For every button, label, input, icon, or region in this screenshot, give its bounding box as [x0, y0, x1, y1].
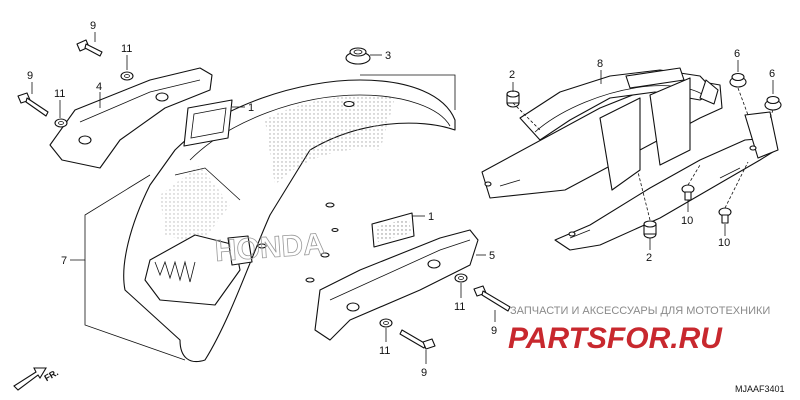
callout-9: 9: [27, 70, 33, 82]
callout-2: 2: [646, 252, 652, 264]
callout-9: 9: [491, 325, 497, 337]
bolt-bottom: [399, 329, 436, 350]
callout-5: 5: [489, 250, 495, 262]
fender-emblem-text: HONDA: [214, 228, 326, 269]
leader-lines: [31, 32, 774, 364]
watermark-tagline: ЗАПЧАСТИ И АКСЕССУАРЫ ДЛЯ МОТОТЕХНИКИ: [510, 305, 770, 317]
grommet-right: [764, 95, 782, 111]
callout-10: 10: [718, 237, 730, 249]
reflector-upper: [183, 99, 233, 147]
rear-fender: [123, 79, 456, 363]
callout-9: 9: [90, 20, 96, 32]
callout-10: 10: [681, 215, 693, 227]
callouts: 9 11 9 11 4 1 3 7 1 5 11 9 11 9 2 8 6 6 …: [27, 20, 775, 379]
side-cover-left: [49, 67, 213, 169]
front-direction-arrow: FR.: [13, 367, 60, 391]
bolt-10-right: [718, 207, 732, 224]
callout-7: 7: [61, 255, 67, 267]
washer-lower-left: [54, 118, 68, 128]
watermark-brand: PARTSFOR.RU: [508, 322, 723, 355]
fender-stay: [481, 67, 779, 251]
reflector-lower: [371, 212, 415, 248]
callout-1: 1: [428, 211, 434, 223]
callout-11: 11: [54, 88, 65, 100]
callout-11: 11: [121, 43, 132, 55]
washer-bottom: [379, 318, 393, 328]
bolt-mid-right: [473, 285, 511, 312]
bolt-lower-left: [17, 92, 49, 117]
callout-6: 6: [734, 48, 740, 60]
side-cover-right: [314, 229, 479, 341]
grommet-left: [729, 72, 747, 88]
callout-6: 6: [769, 68, 775, 80]
nut-lower: [643, 220, 657, 239]
bolt-upper-left: [76, 39, 103, 57]
callout-11: 11: [379, 345, 390, 357]
bolt-10-left: [681, 184, 695, 201]
washer-upper-left: [120, 71, 134, 81]
callout-9: 9: [421, 367, 427, 379]
diagram-code: MJAAF3401: [735, 384, 785, 394]
callout-4: 4: [96, 81, 102, 93]
callout-3: 3: [385, 50, 391, 62]
nut-upper: [506, 90, 520, 108]
washer-mid-right: [454, 273, 468, 283]
callout-11: 11: [454, 301, 465, 313]
callout-2: 2: [509, 69, 515, 81]
callout-1: 1: [248, 102, 254, 114]
grommet: [345, 47, 371, 65]
callout-8: 8: [597, 58, 603, 70]
